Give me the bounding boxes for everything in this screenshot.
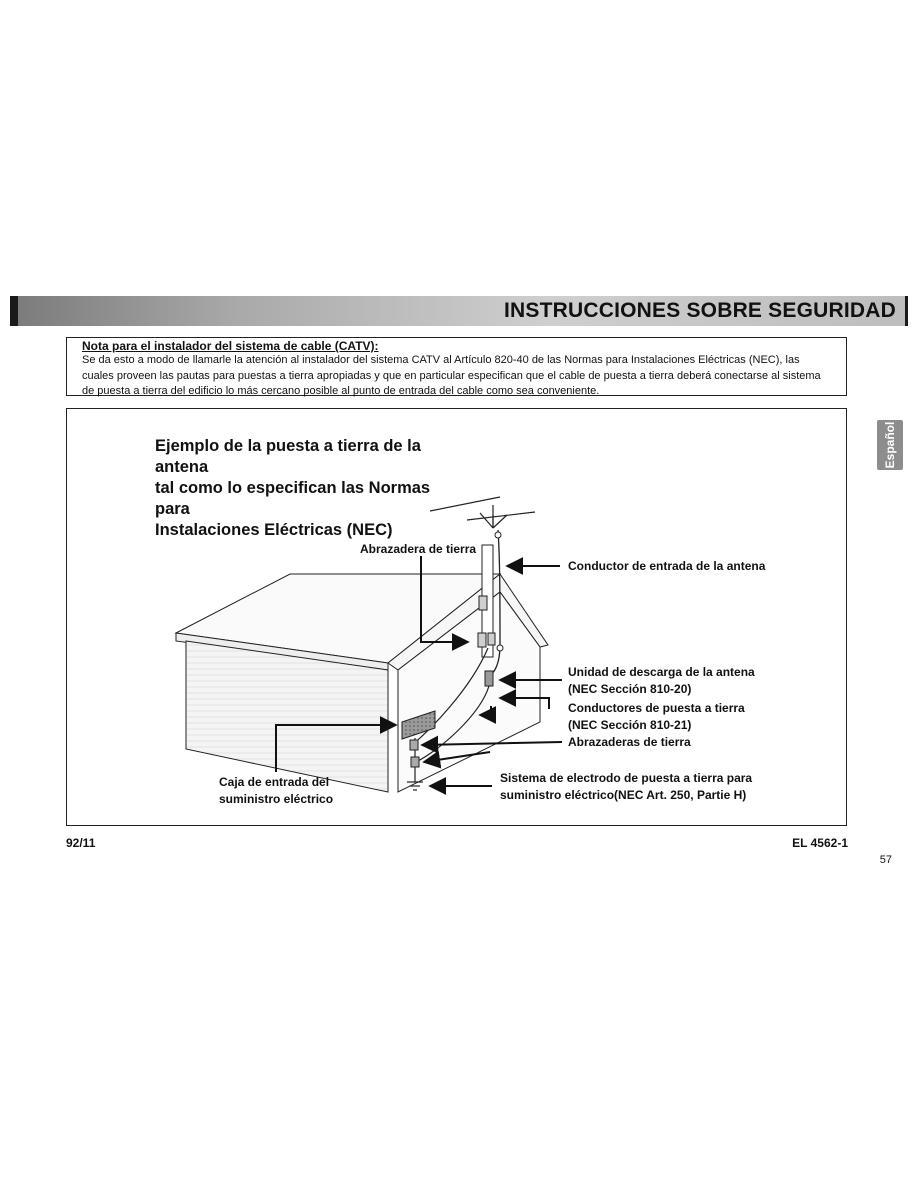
service-entrance-box xyxy=(401,710,436,740)
label-ground-clamp: Abrazadera de tierra xyxy=(360,542,477,556)
figure-frame xyxy=(66,408,847,826)
callouts xyxy=(275,556,563,795)
label-ground-clamps: Abrazaderas de tierra xyxy=(568,735,691,749)
label-discharge-unit-2: (NEC Sección 810-20) xyxy=(568,682,692,696)
language-tab: Español xyxy=(877,420,903,470)
figure-title-line-2: tal como lo especifican las Normas para xyxy=(155,479,431,518)
callout-service-box xyxy=(275,716,398,772)
ground-clamp-lower xyxy=(410,756,420,768)
ground-symbol xyxy=(407,781,423,791)
note-body: Se da esto a modo de llamarle la atenció… xyxy=(82,354,821,397)
section-title: INSTRUCCIONES SOBRE SEGURIDAD xyxy=(503,299,896,322)
antenna xyxy=(429,496,536,529)
page-number: 57 xyxy=(879,854,892,866)
label-discharge-unit-1: Unidad de descarga de la antena xyxy=(568,665,755,679)
house xyxy=(174,573,549,793)
ground-clamp-upper xyxy=(409,739,419,751)
footer-document-code: EL 4562-1 xyxy=(792,836,848,850)
figure-title-line-3: Instalaciones Eléctricas (NEC) xyxy=(155,521,393,539)
label-lead-in-wire: Conductor de entrada de la antena xyxy=(568,559,766,573)
banner-right-edge xyxy=(905,296,908,326)
section-banner xyxy=(10,296,908,326)
label-service-box-1: Caja de entrada del xyxy=(219,775,330,789)
footer-date-code: 92/11 xyxy=(66,836,96,850)
discharge-unit xyxy=(484,670,494,687)
label-grounding-conductors-2: (NEC Sección 810-21) xyxy=(568,718,692,732)
lead-in-wire xyxy=(489,529,501,677)
label-electrode-system-1: Sistema de electrodo de puesta a tierra … xyxy=(500,771,753,785)
callout-ground-clamps xyxy=(420,735,563,754)
figure-title: Ejemplo de la puesta a tierra de la ante… xyxy=(155,436,465,541)
callout-grounding-conductor-a xyxy=(498,689,550,709)
label-service-box-2: suministro eléctrico xyxy=(219,792,334,806)
callout-grounding-conductor-b xyxy=(478,706,497,724)
figure-title-line-1: Ejemplo de la puesta a tierra de la ante… xyxy=(155,437,421,476)
antenna-mast xyxy=(477,544,496,658)
banner-left-edge xyxy=(10,296,18,326)
callout-ground-clamp xyxy=(420,556,470,651)
catv-note-box: Nota para el instalador del sistema de c… xyxy=(66,337,847,397)
grounding-conductor-1 xyxy=(411,647,489,746)
callout-ground-clamps-2 xyxy=(422,750,491,769)
label-electrode-system-2: suministro eléctrico(NEC Art. 250, Parti… xyxy=(500,788,747,802)
note-title: Nota para el instalador del sistema de c… xyxy=(82,339,379,353)
label-grounding-conductors-1: Conductores de puesta a tierra xyxy=(568,701,745,715)
